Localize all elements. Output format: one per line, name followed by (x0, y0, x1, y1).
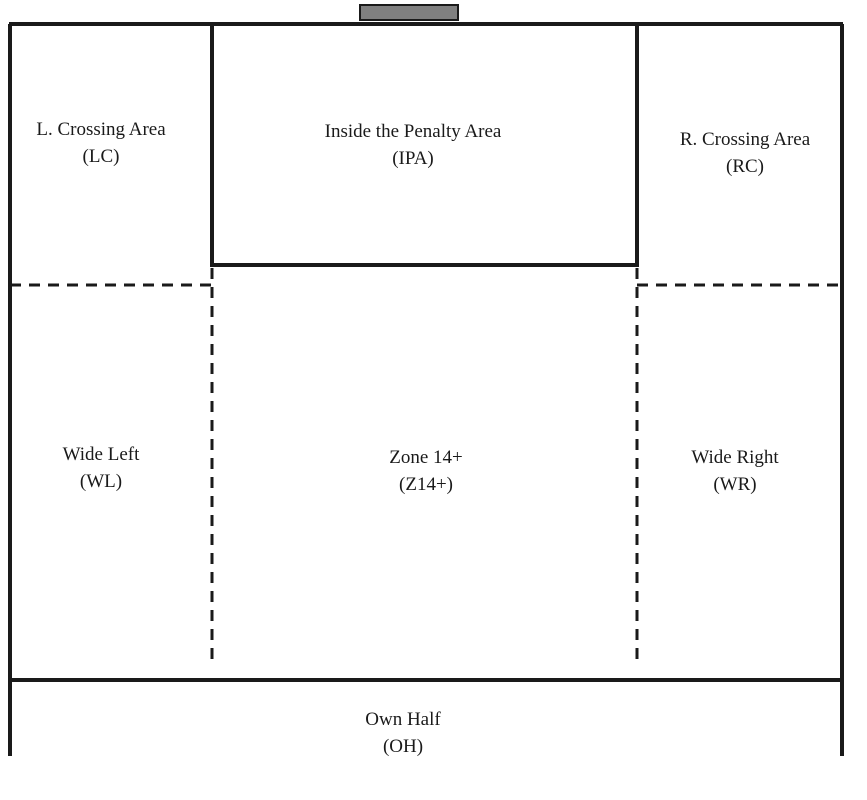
zone-abbr: (RC) (725, 156, 764, 177)
zone-name: Zone 14+ (389, 447, 463, 468)
zone-abbr: (OH) (382, 736, 424, 757)
zone-label-oh: Own Half (OH) (365, 706, 440, 760)
zone-label-lc: L. Crossing Area (LC) (36, 116, 165, 170)
zone-name: Wide Left (62, 444, 140, 465)
zone-label-wr: Wide Right (WR) (691, 444, 778, 498)
zone-label-z14: Zone 14+ (Z14+) (389, 444, 463, 498)
goal (359, 4, 459, 21)
zone-name: R. Crossing Area (679, 129, 811, 150)
zone-abbr: (LC) (82, 146, 120, 167)
zone-name: Wide Right (691, 447, 779, 468)
zone-name: L. Crossing Area (36, 119, 166, 140)
zone-label-rc: R. Crossing Area (RC) (680, 126, 810, 180)
zone-abbr: (Z14+) (399, 474, 453, 495)
zone-name: Inside the Penalty Area (324, 121, 502, 142)
zone-abbr: (IPA) (392, 148, 434, 169)
zone-name: Own Half (365, 709, 441, 730)
zone-abbr: (WL) (79, 471, 123, 492)
penalty-area-box (210, 22, 639, 267)
zone-label-ipa: Inside the Penalty Area (IPA) (325, 118, 502, 172)
zone-abbr: (WR) (713, 474, 757, 495)
zone-label-wl: Wide Left (WL) (63, 441, 140, 495)
